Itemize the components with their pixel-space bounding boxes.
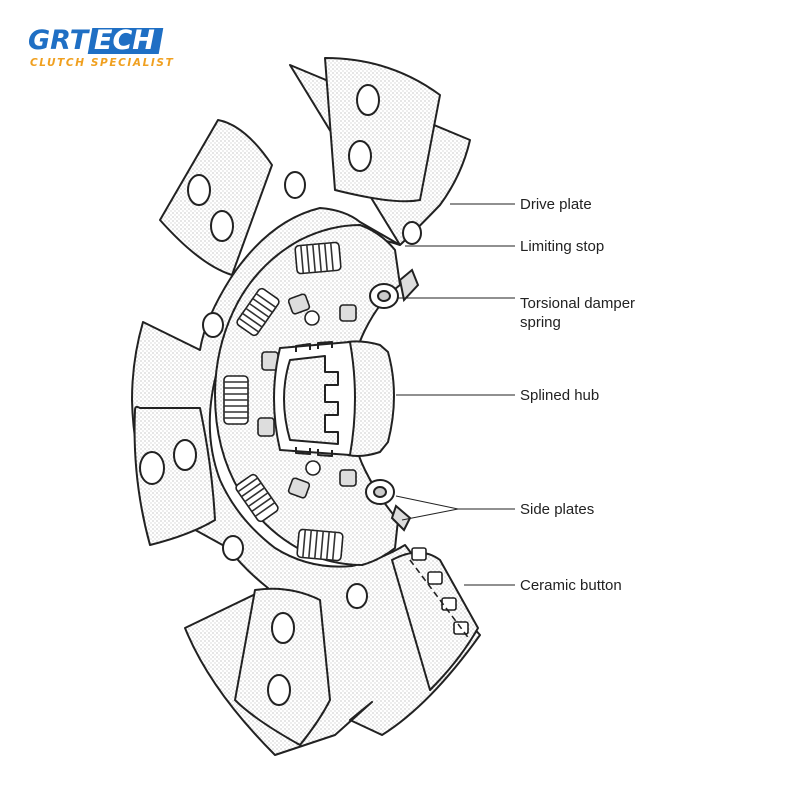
torsional-damper-springs [223, 241, 344, 562]
label-side-plates: Side plates [520, 501, 595, 518]
friction-pad-bottom [234, 587, 331, 746]
label-torsional-damper-spring: Torsional damper spring [520, 295, 636, 331]
friction-pad-left [133, 405, 216, 546]
side-plate-bosses [365, 268, 420, 532]
leader-side-plates-b [401, 508, 459, 521]
leader-lines [395, 203, 515, 586]
brand-name-part1: GRT [28, 25, 89, 56]
friction-pad-lower-right [391, 551, 479, 691]
friction-pad-top [324, 57, 441, 203]
label-limiting-stop: Limiting stop [520, 238, 605, 255]
splined-hub [273, 340, 395, 457]
brand-tagline: CLUTCH SPECIALIST [30, 57, 175, 69]
ceramic-buttons [409, 547, 471, 641]
friction-pad-upper-left [159, 119, 273, 276]
label-ceramic-button: Ceramic button [520, 577, 622, 594]
limiting-stops [257, 293, 357, 499]
leader-side-plates-a [395, 495, 515, 510]
label-splined-hub: Splined hub [520, 387, 600, 404]
label-drive-plate: Drive plate [520, 196, 592, 213]
